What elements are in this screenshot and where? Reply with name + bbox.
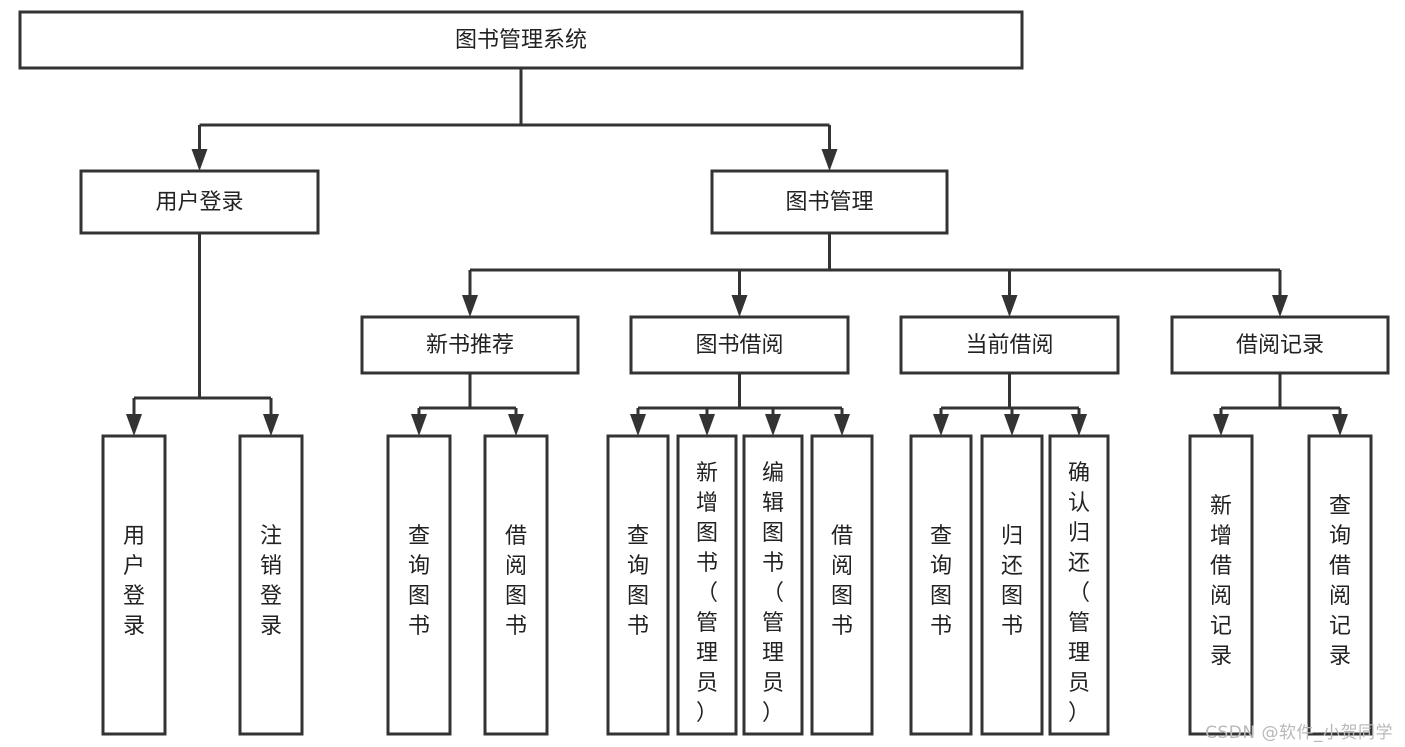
node-box <box>810 434 874 736</box>
node-leaf-add-borrow-record[interactable]: 新增借阅记录 <box>1188 434 1254 736</box>
node-leaf-confirm-return-admin[interactable]: 确认归还（管理员） <box>1048 434 1110 736</box>
arrow-head-icon <box>1272 295 1288 317</box>
arrow-head-icon <box>411 414 427 436</box>
node-box <box>629 315 850 375</box>
arrow-head-icon <box>834 414 850 436</box>
arrow-head-icon <box>508 414 524 436</box>
node-box <box>1307 434 1373 736</box>
node-label: 查询图书 <box>408 524 430 639</box>
node-label: 用户登录 <box>123 524 145 639</box>
arrow-head-icon <box>1213 414 1229 436</box>
node-box <box>1048 434 1110 736</box>
node-box <box>1188 434 1254 736</box>
node-label: 注销登录 <box>260 524 282 639</box>
node-leaf-query-book-1[interactable]: 查询图书 <box>386 434 452 736</box>
arrow-head-icon <box>1001 295 1018 317</box>
node-leaf-user-login[interactable]: 用户登录 <box>101 434 167 736</box>
node-leaf-add-book-admin[interactable]: 新增图书（管理员） <box>676 434 738 736</box>
node-leaf-query-borrow-record[interactable]: 查询借阅记录 <box>1307 434 1373 736</box>
node-box <box>742 434 804 736</box>
node-book-manage[interactable]: 图书管理 <box>710 169 949 235</box>
node-box <box>710 169 949 235</box>
node-user-login[interactable]: 用户登录 <box>79 169 320 235</box>
node-label: 当前借阅 <box>965 333 1053 358</box>
node-label: 图书借阅 <box>695 333 783 358</box>
node-label: 借阅记录 <box>1236 333 1324 358</box>
node-label: 借阅图书 <box>831 524 853 639</box>
node-label: 借阅图书 <box>505 524 527 639</box>
node-label: 归还图书 <box>1001 524 1023 639</box>
connector-layer <box>126 68 1348 436</box>
node-label: 查询图书 <box>930 524 952 639</box>
node-box <box>676 434 738 736</box>
node-leaf-logout-login[interactable]: 注销登录 <box>238 434 304 736</box>
node-leaf-borrow-book-2[interactable]: 借阅图书 <box>810 434 874 736</box>
node-label: 新增借阅记录 <box>1210 494 1232 669</box>
node-book-borrow[interactable]: 图书借阅 <box>629 315 850 375</box>
node-box <box>1170 315 1390 375</box>
arrow-head-icon <box>1332 414 1348 436</box>
arrow-head-icon <box>126 414 142 436</box>
node-box <box>79 169 320 235</box>
node-box <box>899 315 1120 375</box>
node-box <box>238 434 304 736</box>
arrow-head-icon <box>699 414 715 436</box>
node-label: 查询借阅记录 <box>1329 494 1351 669</box>
node-leaf-query-book-2[interactable]: 查询图书 <box>606 434 670 736</box>
node-label: 用户登录 <box>155 190 243 215</box>
node-label: 图书管理系统 <box>455 28 587 53</box>
arrow-head-icon <box>1071 414 1087 436</box>
arrow-head-icon <box>731 295 748 317</box>
node-label: 新书推荐 <box>426 333 514 358</box>
node-layer: 图书管理系统用户登录图书管理新书推荐图书借阅当前借阅借阅记录用户登录注销登录查询… <box>18 10 1390 736</box>
node-box <box>386 434 452 736</box>
arrow-head-icon <box>191 149 208 171</box>
arrow-head-icon <box>1004 414 1020 436</box>
node-leaf-query-book-3[interactable]: 查询图书 <box>909 434 973 736</box>
node-leaf-return-book[interactable]: 归还图书 <box>980 434 1044 736</box>
node-label: 图书管理 <box>785 190 873 215</box>
node-box <box>909 434 973 736</box>
arrow-head-icon <box>263 414 279 436</box>
node-box <box>101 434 167 736</box>
node-leaf-edit-book-admin[interactable]: 编辑图书（管理员） <box>742 434 804 736</box>
arrow-head-icon <box>462 295 478 317</box>
arrow-head-icon <box>630 414 646 436</box>
node-box <box>980 434 1044 736</box>
node-current-borrow[interactable]: 当前借阅 <box>899 315 1120 375</box>
arrow-head-icon <box>821 149 838 171</box>
node-label: 确认归还（管理员） <box>1068 461 1090 726</box>
node-box <box>360 315 580 375</box>
arrow-head-icon <box>765 414 781 436</box>
node-label: 新增图书（管理员） <box>696 461 718 726</box>
node-box <box>483 434 549 736</box>
node-label: 查询图书 <box>627 524 649 639</box>
node-borrow-record[interactable]: 借阅记录 <box>1170 315 1390 375</box>
node-new-book-recommend[interactable]: 新书推荐 <box>360 315 580 375</box>
node-label: 编辑图书（管理员） <box>762 461 784 726</box>
arrow-head-icon <box>933 414 949 436</box>
node-root[interactable]: 图书管理系统 <box>18 10 1024 70</box>
node-box <box>606 434 670 736</box>
node-leaf-borrow-book-1[interactable]: 借阅图书 <box>483 434 549 736</box>
node-box <box>18 10 1024 70</box>
